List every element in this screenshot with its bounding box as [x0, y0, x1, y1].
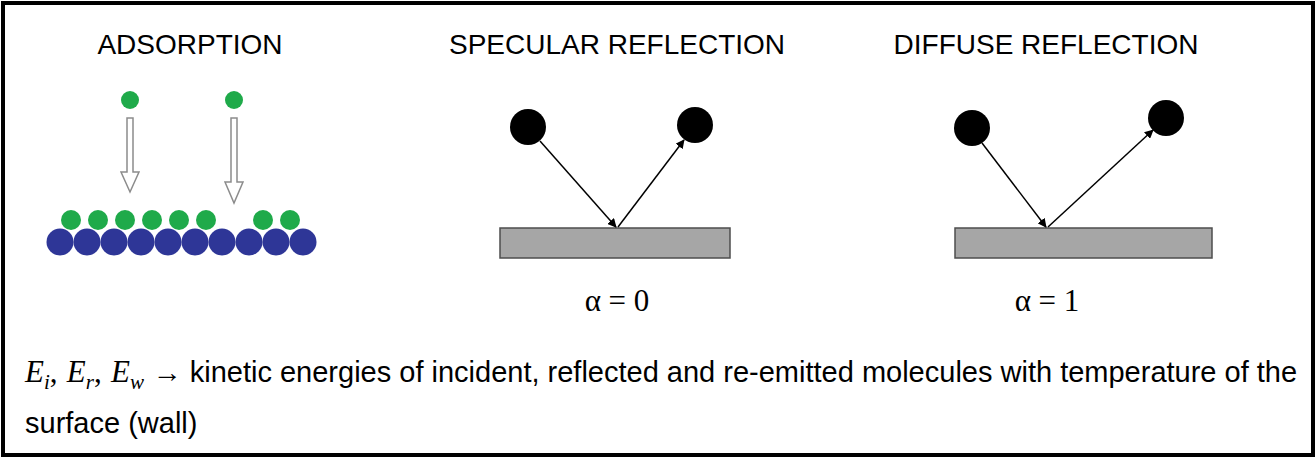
section-heading: DIFFUSE REFLECTION — [894, 28, 1199, 62]
gas-molecule — [225, 91, 243, 109]
wall-surface — [500, 228, 730, 258]
reflected-path — [1048, 130, 1153, 227]
energy-subscript: r — [86, 370, 94, 394]
molecule — [510, 109, 546, 145]
description-text: → kinetic energies of incident, reflecte… — [25, 356, 1297, 439]
energy-symbol: E — [67, 354, 86, 389]
accommodation-coefficient: α = 0 — [585, 282, 650, 320]
substrate-atom — [263, 229, 290, 256]
section-heading: SPECULAR REFLECTION — [449, 28, 785, 62]
adsorbed-molecule — [142, 210, 162, 230]
wall-surface — [955, 228, 1212, 258]
adsorbed-molecule — [280, 210, 300, 230]
substrate-atom — [47, 229, 74, 256]
accommodation-coefficient: α = 1 — [1015, 282, 1080, 320]
reflected-path — [618, 140, 684, 227]
hollow-arrow — [225, 118, 243, 203]
adsorbed-molecule — [115, 210, 135, 230]
incident-path — [982, 143, 1046, 227]
frame — [3, 3, 1313, 455]
separator: , — [50, 354, 58, 389]
gas-molecule — [121, 91, 139, 109]
substrate-atom — [182, 229, 209, 256]
energy-symbol: E — [111, 354, 130, 389]
substrate-atom — [209, 229, 236, 256]
adsorbed-molecule — [88, 210, 108, 230]
incident-path — [540, 141, 616, 227]
substrate-atom — [128, 229, 155, 256]
substrate-atom — [290, 229, 317, 256]
substrate-atom — [101, 229, 128, 256]
adsorbed-molecule — [253, 210, 273, 230]
energy-subscript: w — [130, 370, 144, 394]
substrate-atom — [74, 229, 101, 256]
substrate-atom — [155, 229, 182, 256]
adsorbed-molecule — [196, 210, 216, 230]
energy-symbol: E — [25, 354, 44, 389]
substrate-atoms — [47, 229, 317, 256]
substrate-atom — [236, 229, 263, 256]
molecule — [954, 110, 990, 146]
adsorbed-molecule — [61, 210, 81, 230]
energy-subscript: i — [44, 370, 50, 394]
adsorbed-molecules — [61, 210, 300, 230]
separator: , — [94, 354, 102, 389]
hollow-arrow — [121, 118, 139, 192]
section-heading: ADSORPTION — [97, 28, 282, 62]
adsorbed-molecule — [169, 210, 189, 230]
molecule — [677, 107, 713, 143]
legend-note: Ei,Er,Ew→ kinetic energies of incident, … — [25, 348, 1310, 447]
